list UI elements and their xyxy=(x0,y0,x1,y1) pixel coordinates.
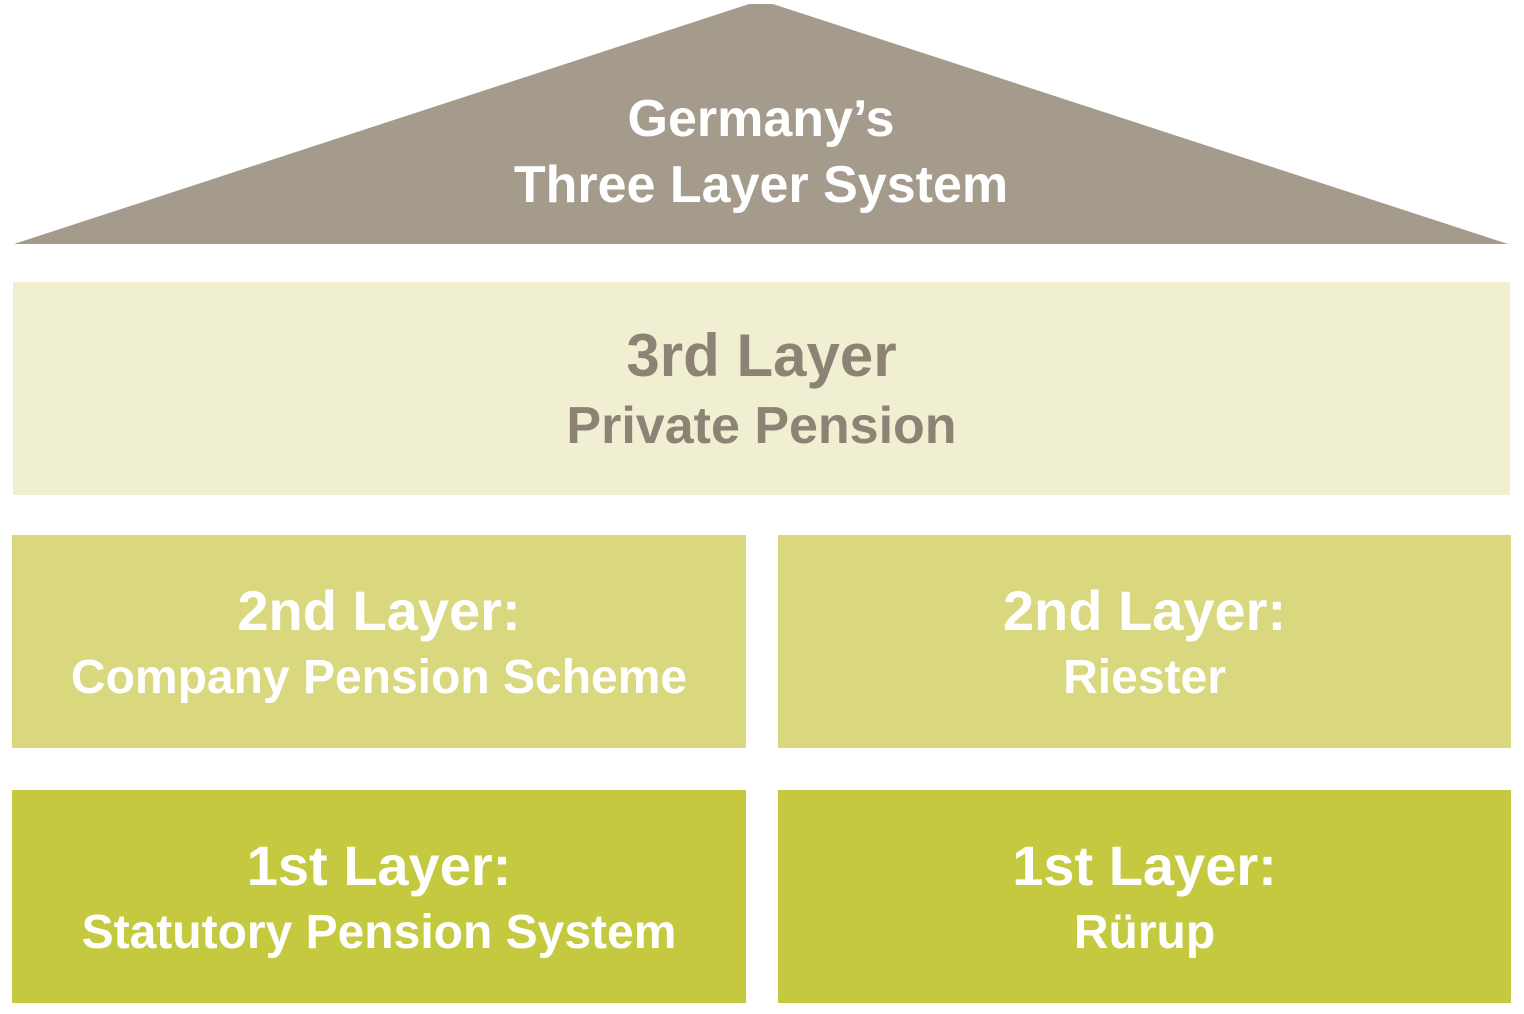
layer2-left-subtitle: Company Pension Scheme xyxy=(70,650,688,704)
layer1-left-box: 1st Layer: Statutory Pension System xyxy=(12,790,746,1003)
layer1-right-box: 1st Layer: Rürup xyxy=(778,790,1511,1003)
layer1-left-subtitle: Statutory Pension System xyxy=(81,905,677,959)
layer2-right-title: 2nd Layer: xyxy=(1002,578,1287,642)
diagram-title-line2: Three Layer System xyxy=(513,156,1009,214)
layer3-band: 3rd Layer Private Pension xyxy=(13,282,1510,495)
layer2-left-box: 2nd Layer: Company Pension Scheme xyxy=(12,535,746,748)
layer3-subtitle: Private Pension xyxy=(566,396,957,455)
layer2-right-box: 2nd Layer: Riester xyxy=(778,535,1511,748)
layer2-left-title: 2nd Layer: xyxy=(237,578,521,642)
layer1-left-title: 1st Layer: xyxy=(246,833,512,897)
diagram-title-line1: Germany’s xyxy=(627,90,895,148)
roof-triangle: Germany’s Three Layer System xyxy=(14,4,1508,244)
layer1-right-title: 1st Layer: xyxy=(1012,833,1277,897)
layer3-title: 3rd Layer xyxy=(626,321,897,389)
layer2-right-subtitle: Riester xyxy=(1063,650,1226,704)
layer1-right-subtitle: Rürup xyxy=(1073,905,1216,959)
